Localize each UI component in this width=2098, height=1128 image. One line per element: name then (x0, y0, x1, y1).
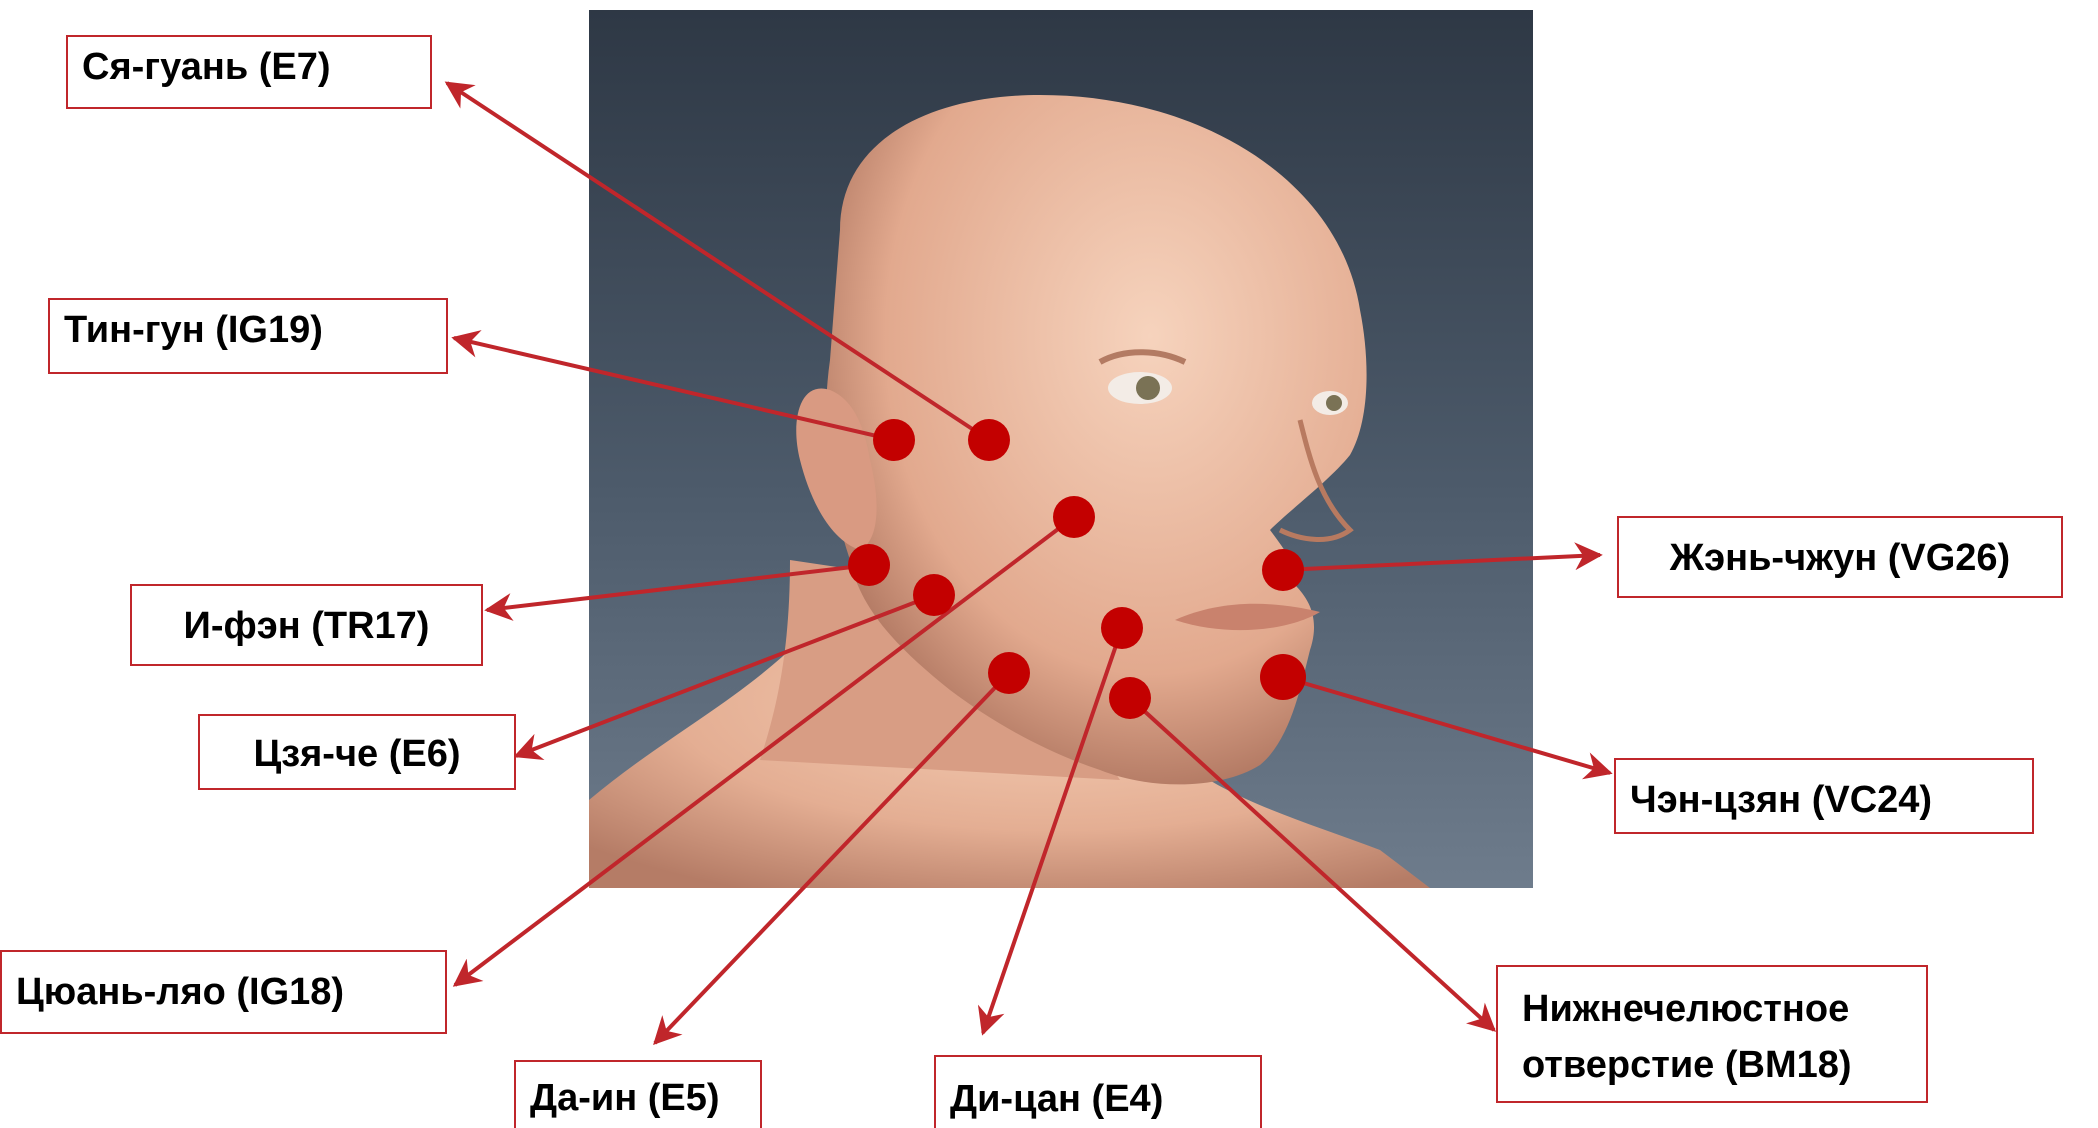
label-cheng-jiang: Чэн-цзян (VC24) (1614, 758, 2034, 834)
point-di-cang (1101, 607, 1143, 649)
point-ting-gong (873, 419, 915, 461)
label-yi-feng: И-фэн (TR17) (130, 584, 483, 666)
head-photo (589, 10, 1533, 888)
label-quan-liao-text: Цюань-ляо (IG18) (16, 966, 431, 1018)
label-da-ying-text: Да-ин (E5) (530, 1072, 746, 1124)
point-quan-liao (1053, 496, 1095, 538)
label-mandibular-line2: отверстие (BM18) (1522, 1037, 1902, 1093)
label-yi-feng-text: И-фэн (TR17) (146, 600, 467, 652)
label-ren-zhong: Жэнь-чжун (VG26) (1617, 516, 2063, 598)
label-ting-gong: Тин-гун (IG19) (48, 298, 448, 374)
point-da-ying (988, 652, 1030, 694)
label-mandibular: Нижнечелюстное отверстие (BM18) (1496, 965, 1928, 1103)
point-xia-guan (968, 419, 1010, 461)
label-cheng-jiang-text: Чэн-цзян (VC24) (1630, 774, 2018, 826)
point-cheng-jiang (1260, 654, 1306, 700)
point-yi-feng (848, 544, 890, 586)
iris-left (1136, 376, 1160, 400)
iris-right (1326, 395, 1342, 411)
label-da-ying: Да-ин (E5) (514, 1060, 762, 1128)
point-jia-che (913, 574, 955, 616)
label-di-cang: Ди-цан (E4) (934, 1055, 1262, 1128)
point-mandibular (1109, 677, 1151, 719)
label-di-cang-text: Ди-цан (E4) (950, 1073, 1246, 1125)
point-ren-zhong (1262, 549, 1304, 591)
label-jia-che: Цзя-че (E6) (198, 714, 516, 790)
label-jia-che-text: Цзя-че (E6) (214, 728, 500, 780)
label-mandibular-line1: Нижнечелюстное (1522, 981, 1902, 1037)
label-xia-guan-text: Ся-гуань (E7) (82, 41, 416, 93)
label-xia-guan: Ся-гуань (E7) (66, 35, 432, 109)
label-quan-liao: Цюань-ляо (IG18) (0, 950, 447, 1034)
label-ren-zhong-text: Жэнь-чжун (VG26) (1633, 532, 2047, 584)
label-ting-gong-text: Тин-гун (IG19) (64, 304, 432, 356)
